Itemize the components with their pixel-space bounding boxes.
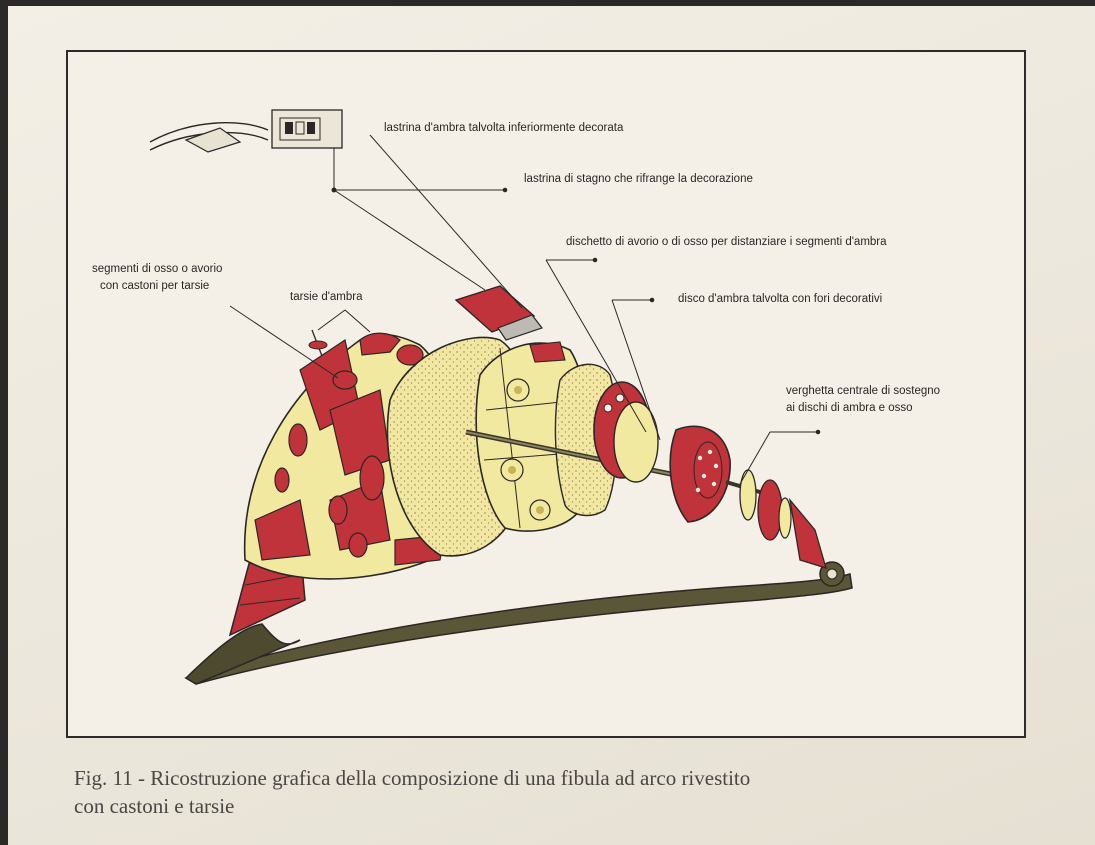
- caption-line-1: Fig. 11 - Ricostruzione grafica della co…: [74, 764, 1034, 792]
- label-verghetta-line1: verghetta centrale di sostegno: [786, 384, 940, 398]
- tarsia-piece: [309, 341, 327, 349]
- label-lastrina-ambra: lastrina d'ambra talvolta inferiormente …: [384, 121, 623, 135]
- label-lastrina-stagno: lastrina di stagno che rifrange la decor…: [524, 172, 753, 186]
- figure-caption: Fig. 11 - Ricostruzione grafica della co…: [74, 764, 1034, 820]
- label-tarsie-ambra: tarsie d'ambra: [290, 290, 363, 304]
- label-segmenti-osso-line1: segmenti di osso o avorio: [92, 262, 222, 276]
- label-segmenti-osso-line2: con castoni per tarsie: [100, 279, 209, 293]
- label-disco-ambra: disco d'ambra talvolta con fori decorati…: [678, 292, 882, 306]
- label-verghetta-line2: ai dischi di ambra e osso: [786, 401, 913, 415]
- ivory-spacer: [740, 470, 756, 520]
- caption-line-2: con castoni e tarsie: [74, 792, 1034, 820]
- label-dischetto-avorio: dischetto di avorio o di osso per distan…: [566, 235, 887, 249]
